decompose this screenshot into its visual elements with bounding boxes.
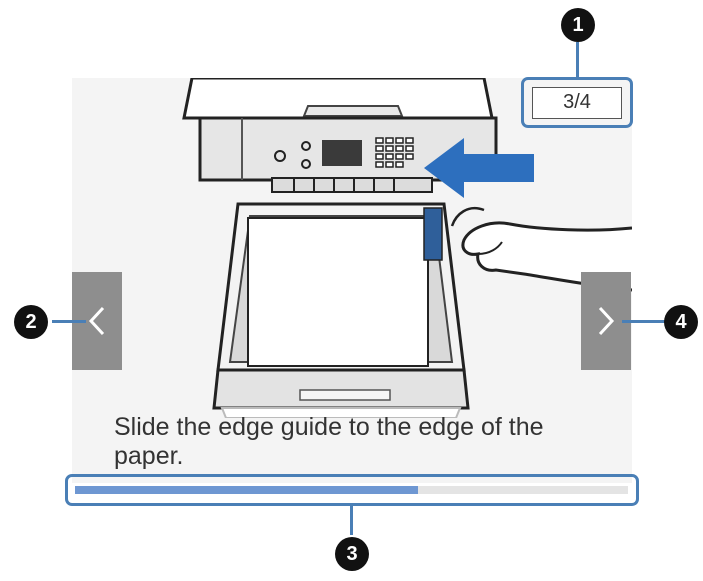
chevron-right-icon	[598, 306, 615, 336]
printer-illustration	[182, 78, 632, 418]
progress-bar-fill	[75, 486, 418, 494]
callout-4: 4	[664, 305, 698, 339]
callout-2: 2	[14, 305, 48, 339]
callout-4-connector	[622, 320, 666, 323]
callout-3: 3	[335, 537, 369, 571]
callout-1-connector	[576, 42, 579, 78]
instruction-caption: Slide the edge guide to the edge of the …	[114, 413, 544, 470]
page-counter-highlight	[521, 77, 633, 128]
progress-bar-highlight	[65, 474, 639, 506]
instruction-screen	[72, 78, 632, 483]
progress-bar	[75, 486, 628, 494]
callout-2-connector	[52, 320, 86, 323]
chevron-left-icon	[88, 306, 105, 336]
callout-1: 1	[561, 8, 595, 42]
callout-3-connector	[350, 505, 353, 535]
page-counter: 3/4	[532, 87, 622, 119]
